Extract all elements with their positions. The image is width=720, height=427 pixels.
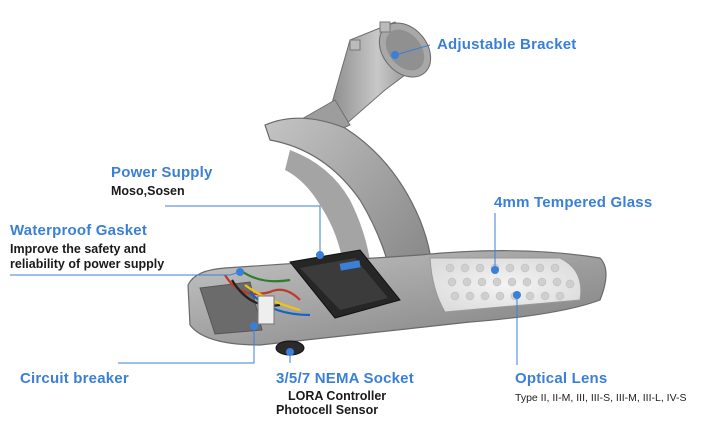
nema-sub-line2: Photocell Sensor [276,403,379,417]
circuit-breaker [257,295,275,325]
power-supply-box [289,249,401,319]
gasket-title: Waterproof Gasket [10,222,148,239]
glass-title: 4mm Tempered Glass [494,194,653,211]
led-panel [429,257,582,313]
nema-title: 3/5/7 NEMA Socket [276,370,414,387]
leader-dots [236,51,521,356]
gasket-sub-line1: Improve the safety and [10,242,147,256]
gasket-sub-line2: reliability of power supply [10,257,165,271]
power-supply-sub: Moso,Sosen [111,184,185,198]
lens-title: Optical Lens [515,370,608,387]
nema-sub-line1: LORA Controller [288,389,387,403]
power-supply-title: Power Supply [111,164,213,181]
breaker-title: Circuit breaker [20,370,129,387]
lens-sub: Type II, II-M, III, III-S, III-M, III-L,… [515,392,687,404]
bracket-title: Adjustable Bracket [437,36,577,53]
